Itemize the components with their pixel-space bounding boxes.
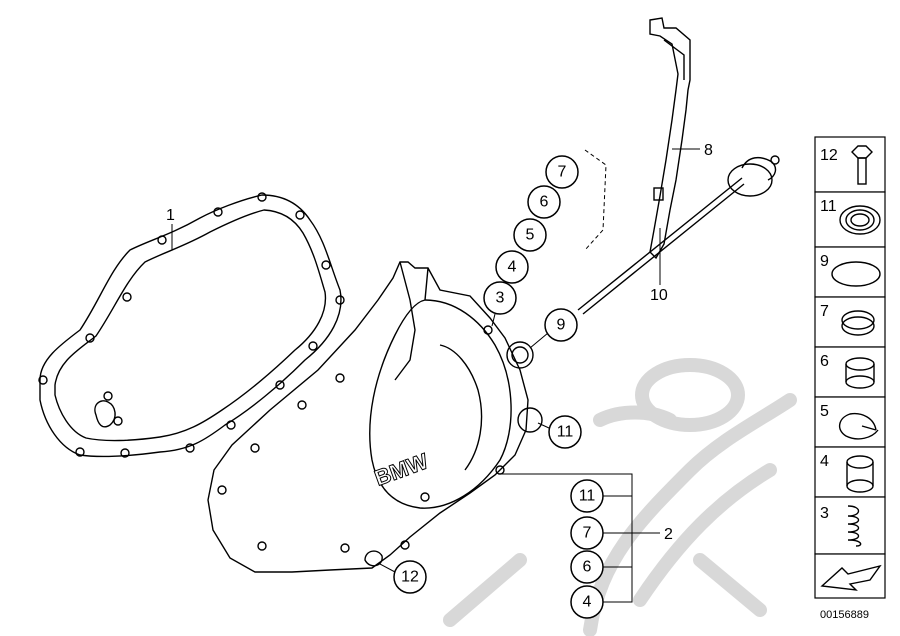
callout-circle-4	[495, 250, 529, 284]
group-circle-6	[570, 550, 604, 584]
legend-label-4: 4	[820, 453, 829, 470]
callout-11: 11	[557, 424, 574, 441]
bushing-icon	[846, 455, 874, 493]
group-callout-7: 7	[583, 525, 592, 542]
leader-line-11	[537, 422, 550, 429]
legend-label-9: 9	[820, 253, 829, 270]
leader-line-12	[379, 563, 396, 573]
engine-cover-part	[207, 261, 543, 573]
legend-label-7: 7	[820, 303, 829, 320]
group-circle-7	[570, 516, 604, 550]
watermark-figure	[443, 358, 797, 636]
group-circle-4	[570, 585, 604, 619]
callout-6: 6	[540, 194, 549, 211]
parts-legend: 12 11 9 7 6	[814, 136, 886, 599]
callout-circle-12	[393, 560, 427, 594]
callout-4: 4	[508, 259, 517, 276]
callout-circle-3	[483, 281, 517, 315]
group-circle-11	[570, 479, 604, 513]
callout-circle-11	[548, 415, 582, 449]
leader-line-3	[491, 313, 496, 327]
callout-circle-6	[527, 185, 561, 219]
dipstick-guide-part	[649, 17, 691, 260]
group-callout-6: 6	[583, 559, 592, 576]
dipstick-part	[577, 155, 780, 315]
legend-label-6: 6	[820, 353, 829, 370]
circlip-icon	[839, 412, 879, 440]
legend-label-5: 5	[820, 403, 829, 420]
bolt-icon	[851, 145, 873, 185]
legend-cell-12	[814, 136, 886, 193]
legend-cell-3	[814, 496, 886, 555]
legend-label-11: 11	[820, 198, 837, 215]
cover-logo: BMW	[371, 448, 431, 490]
callout-stack: 7 6 5 4 3	[483, 155, 579, 315]
seal-ring-icon	[841, 310, 875, 336]
callout-circle-7	[545, 155, 579, 189]
callout-12: 12	[401, 569, 419, 586]
callout-9: 9	[557, 317, 566, 334]
callout-10: 10	[650, 287, 668, 304]
legend-label-12: 12	[820, 147, 838, 164]
callout-circle-9	[544, 308, 578, 342]
callout-circle-5	[513, 218, 547, 252]
direction-arrow-icon	[820, 564, 882, 591]
callout-3: 3	[496, 290, 505, 307]
leader-line-9	[529, 332, 549, 349]
spring-icon	[847, 505, 862, 547]
callout-7: 7	[558, 164, 567, 181]
group-callout-11: 11	[579, 488, 596, 505]
needle-bearing-icon	[845, 357, 875, 389]
gasket-part	[38, 192, 345, 458]
sub-group-bracket	[584, 149, 607, 251]
legend-label-3: 3	[820, 505, 829, 522]
callout-1: 1	[166, 207, 175, 224]
callout-8: 8	[704, 142, 713, 159]
diagram-id: 00156889	[820, 609, 869, 621]
callout-2: 2	[664, 526, 673, 543]
group-callout-4: 4	[583, 594, 592, 611]
callout-5: 5	[526, 227, 535, 244]
o-ring-icon	[831, 261, 881, 287]
bearing-icon	[839, 205, 881, 235]
group-2-bracket	[498, 473, 633, 603]
